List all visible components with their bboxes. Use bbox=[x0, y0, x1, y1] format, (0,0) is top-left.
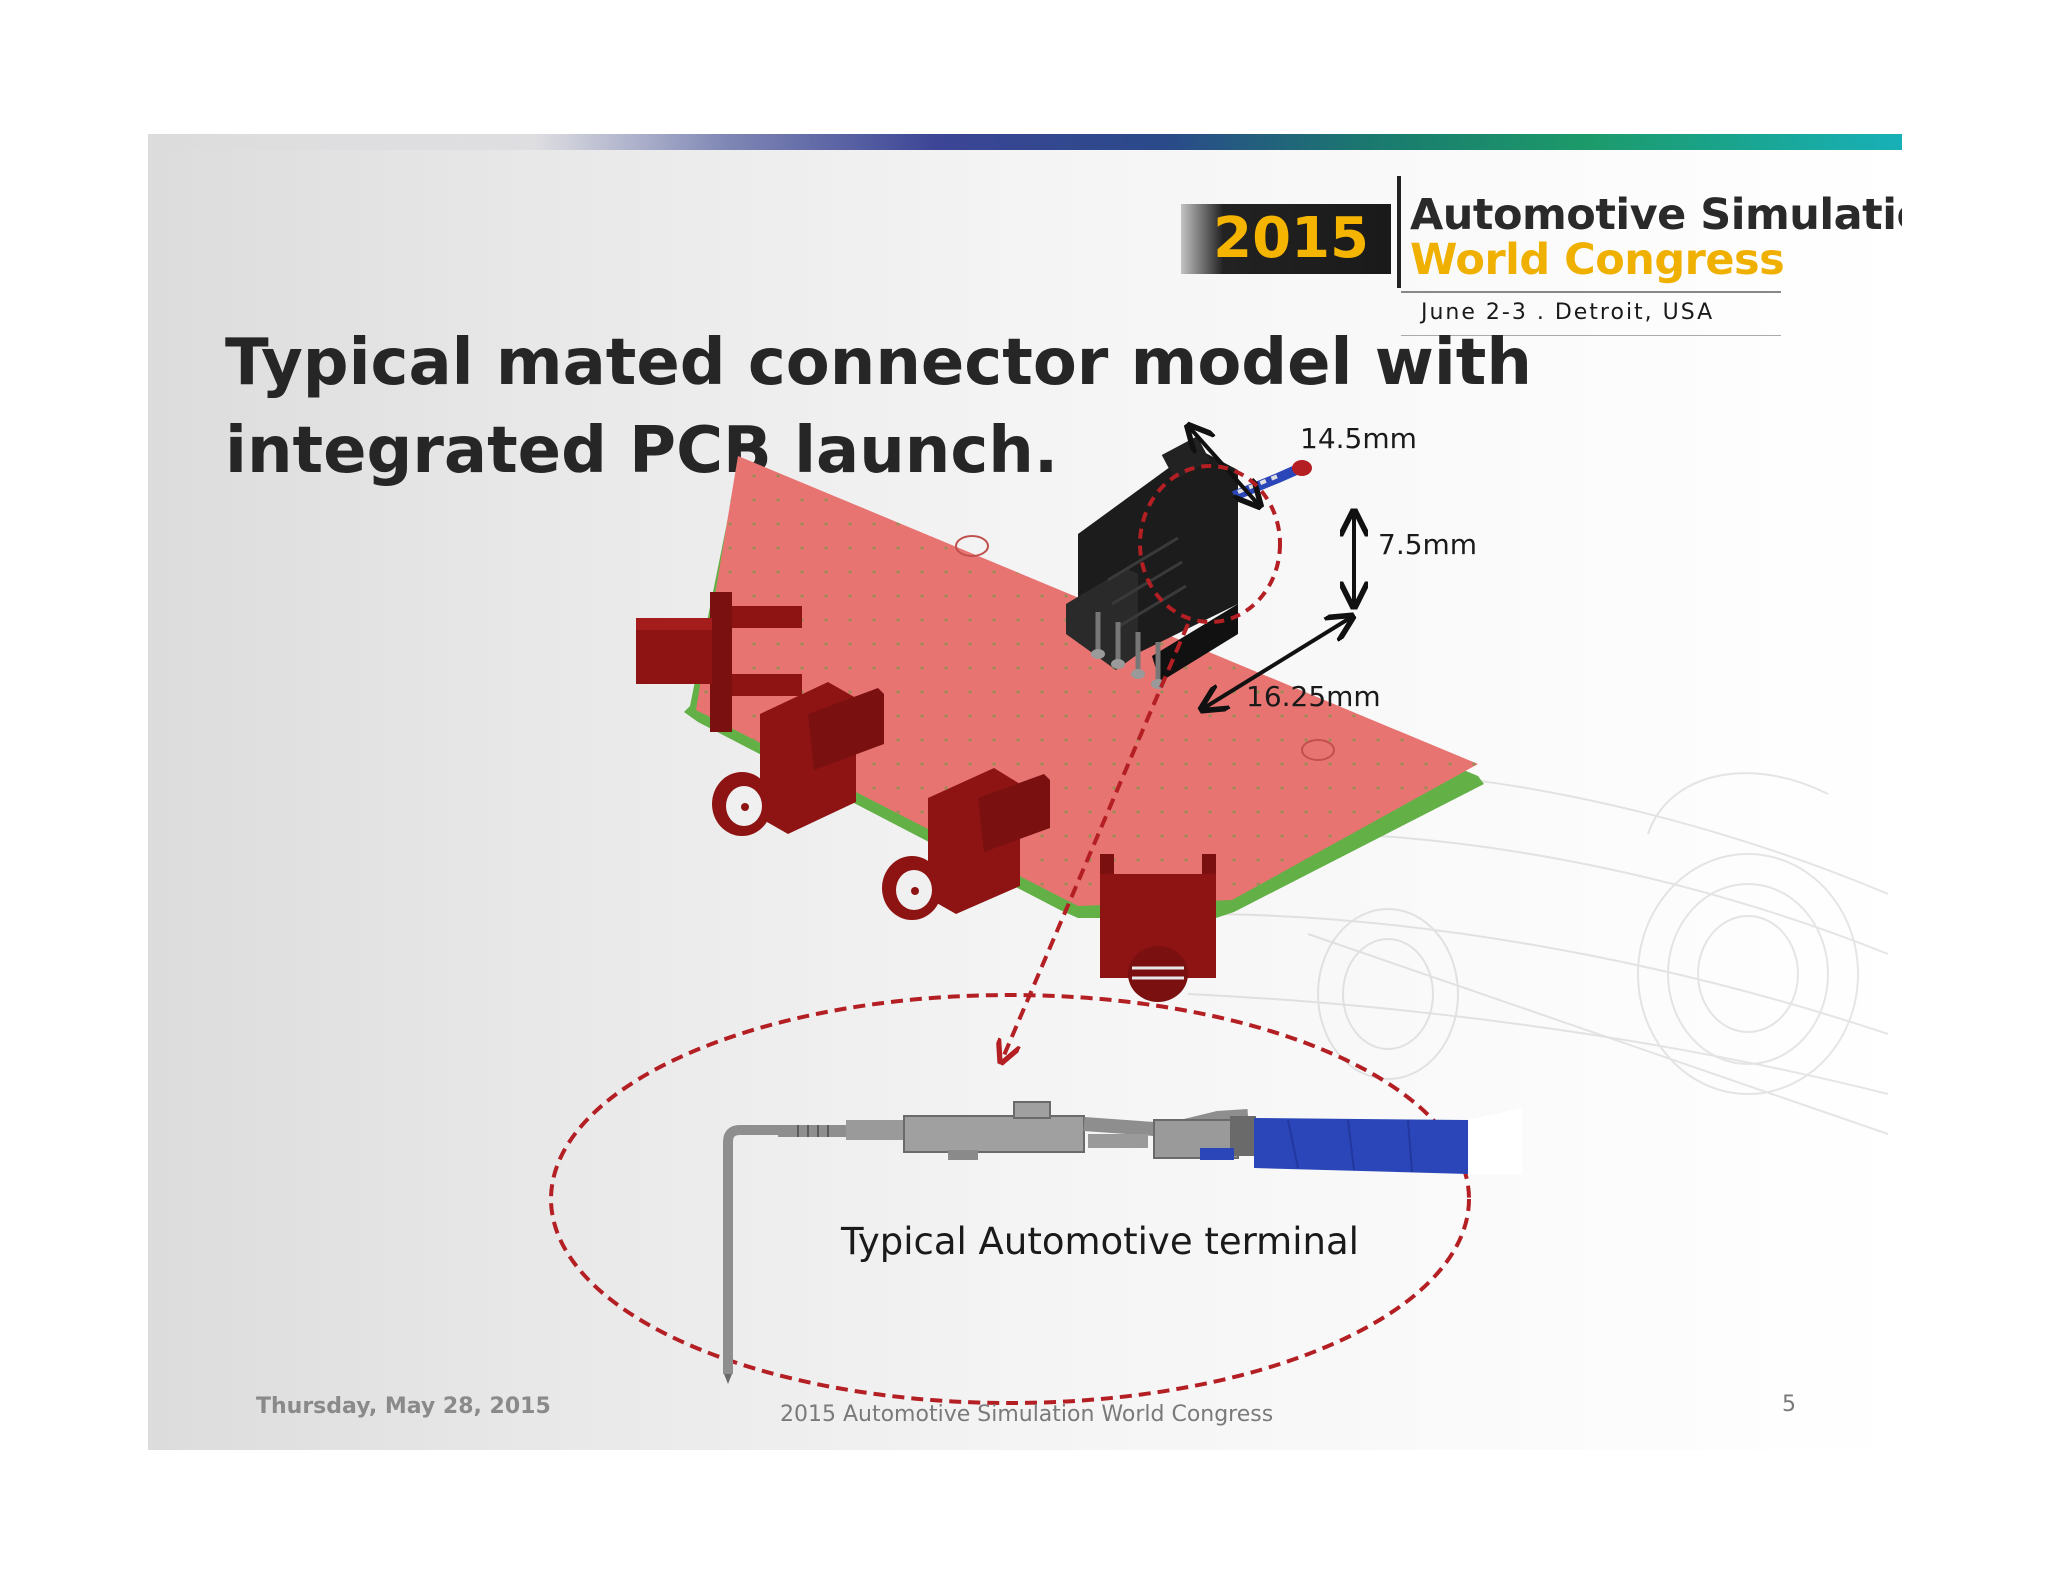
mated-connector-housing bbox=[1066, 436, 1312, 689]
connector-diagram: 14.5mm 7.5mm 16.25mm bbox=[549, 134, 1889, 1405]
logo-line-1: Automotive Simulation bbox=[1410, 190, 1902, 240]
pcb-board bbox=[684, 456, 1484, 918]
logo-divider bbox=[1397, 176, 1401, 288]
automotive-terminal bbox=[723, 1101, 1522, 1384]
dimension-label-height: 7.5mm bbox=[1378, 528, 1477, 561]
page-number: 5 bbox=[1782, 1392, 1796, 1417]
logo-year: 2015 bbox=[1181, 204, 1391, 274]
congress-logo: 2015 Automotive Simulation World Congres… bbox=[1181, 154, 1902, 336]
logo-rule-bottom bbox=[1401, 335, 1781, 336]
logo-rule bbox=[1401, 291, 1781, 293]
footer-date: Thursday, May 28, 2015 bbox=[256, 1394, 551, 1419]
dimension-label-depth: 16.25mm bbox=[1246, 680, 1381, 713]
logo-dates: June 2-3 . Detroit, USA bbox=[1421, 300, 1715, 325]
dimension-label-width: 14.5mm bbox=[1300, 422, 1417, 455]
sma-connector-left bbox=[636, 592, 802, 732]
terminal-label: Typical Automotive terminal bbox=[840, 1220, 1359, 1263]
slide-title: Typical mated connector model with integ… bbox=[225, 326, 1532, 488]
slide: 2015 Automotive Simulation World Congres… bbox=[148, 134, 1902, 1450]
sma-connector-front-3 bbox=[1100, 854, 1216, 1002]
header-gradient-band bbox=[148, 134, 1902, 150]
footer-event-name: 2015 Automotive Simulation World Congres… bbox=[780, 1402, 1274, 1427]
terminal-callout bbox=[549, 464, 1471, 1405]
logo-line-2: World Congress bbox=[1410, 235, 1785, 285]
sma-connector-front-1 bbox=[712, 682, 884, 836]
sma-connector-front-2 bbox=[882, 768, 1050, 920]
